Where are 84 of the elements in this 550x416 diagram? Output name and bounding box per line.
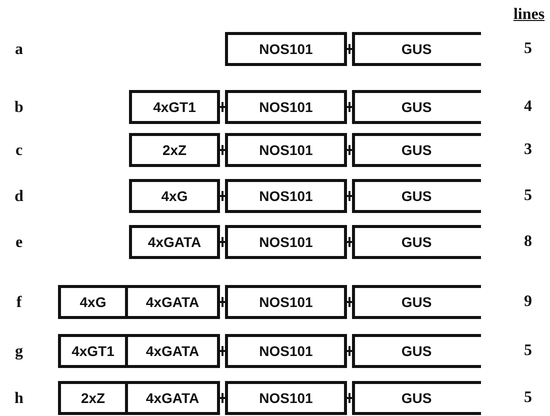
box-label: GUS [401, 343, 432, 359]
construct-box [225, 90, 347, 124]
connector-line [346, 392, 353, 404]
line-count: 8 [524, 233, 532, 251]
box-label: GUS [401, 234, 432, 250]
construct-box [129, 133, 220, 167]
construct-box [225, 133, 347, 167]
line-count: 4 [524, 98, 532, 116]
construct-box [129, 225, 220, 259]
box-label: 4xG [161, 188, 188, 204]
construct-box [225, 334, 347, 368]
connector-line [346, 345, 353, 357]
construct-box [129, 179, 220, 213]
construct-box [225, 225, 347, 259]
box-label: 2xZ [80, 390, 106, 406]
open-ended-gene-box [352, 225, 481, 259]
box-label: GUS [401, 294, 432, 310]
construct-box [58, 334, 128, 368]
connector-line [346, 236, 353, 248]
connector-line [346, 296, 353, 308]
open-ended-gene-box [352, 133, 481, 167]
construct-box [58, 285, 128, 319]
box-label: 4xGATA [146, 390, 200, 406]
box-label: 2xZ [162, 142, 187, 158]
connector-line [219, 144, 226, 156]
box-label: NOS101 [259, 188, 313, 204]
open-ended-gene-box [352, 32, 481, 66]
construct-box [225, 179, 347, 213]
construct-box [125, 334, 220, 368]
open-ended-gene-box [352, 381, 481, 415]
connector-line [219, 190, 226, 202]
connector-line [346, 43, 353, 55]
construct-box [125, 285, 220, 319]
row-letter: h [14, 390, 24, 408]
box-label: 4xGT1 [153, 99, 196, 115]
connector-line [346, 101, 353, 113]
construct-box [58, 381, 128, 415]
open-ended-gene-box [352, 179, 481, 213]
row-letter: c [15, 142, 23, 160]
connector-line [219, 345, 226, 357]
box-label: NOS101 [259, 99, 313, 115]
line-count: 5 [524, 342, 532, 360]
line-count: 3 [524, 141, 532, 159]
box-label: 4xGATA [146, 294, 200, 310]
construct-box [225, 381, 347, 415]
open-ended-gene-box [352, 285, 481, 319]
row-letter: f [16, 294, 22, 312]
box-label: 4xGATA [148, 234, 202, 250]
row-letter: e [15, 234, 23, 252]
open-ended-gene-box [352, 334, 481, 368]
connector-line [219, 101, 226, 113]
construct-box [129, 90, 220, 124]
box-label: 4xG [80, 294, 106, 310]
box-label: NOS101 [259, 343, 313, 359]
construct-box [225, 32, 347, 66]
connector-line [219, 236, 226, 248]
connector-line [346, 144, 353, 156]
column-heading: lines [513, 6, 545, 24]
box-label: 4xGT1 [72, 343, 114, 359]
connector-line [219, 296, 226, 308]
box-label: NOS101 [259, 41, 313, 57]
line-count: 5 [524, 187, 532, 205]
row-letter: b [14, 99, 24, 117]
box-label: GUS [401, 142, 432, 158]
box-label: NOS101 [259, 294, 313, 310]
box-label: GUS [401, 99, 432, 115]
row-letter: g [15, 343, 23, 361]
row-letter: a [15, 41, 23, 59]
box-label: GUS [401, 41, 432, 57]
box-label: NOS101 [259, 142, 313, 158]
box-label: GUS [401, 390, 432, 406]
connector-line [346, 190, 353, 202]
line-count: 5 [524, 389, 532, 407]
line-count: 5 [524, 40, 532, 58]
row-letter: d [14, 188, 24, 206]
line-count: 9 [524, 293, 532, 311]
construct-box [125, 381, 220, 415]
box-label: 4xGATA [146, 343, 200, 359]
box-label: NOS101 [259, 390, 313, 406]
box-label: NOS101 [259, 234, 313, 250]
connector-line [219, 392, 226, 404]
open-ended-gene-box [352, 90, 481, 124]
box-label: GUS [401, 188, 432, 204]
construct-box [225, 285, 347, 319]
